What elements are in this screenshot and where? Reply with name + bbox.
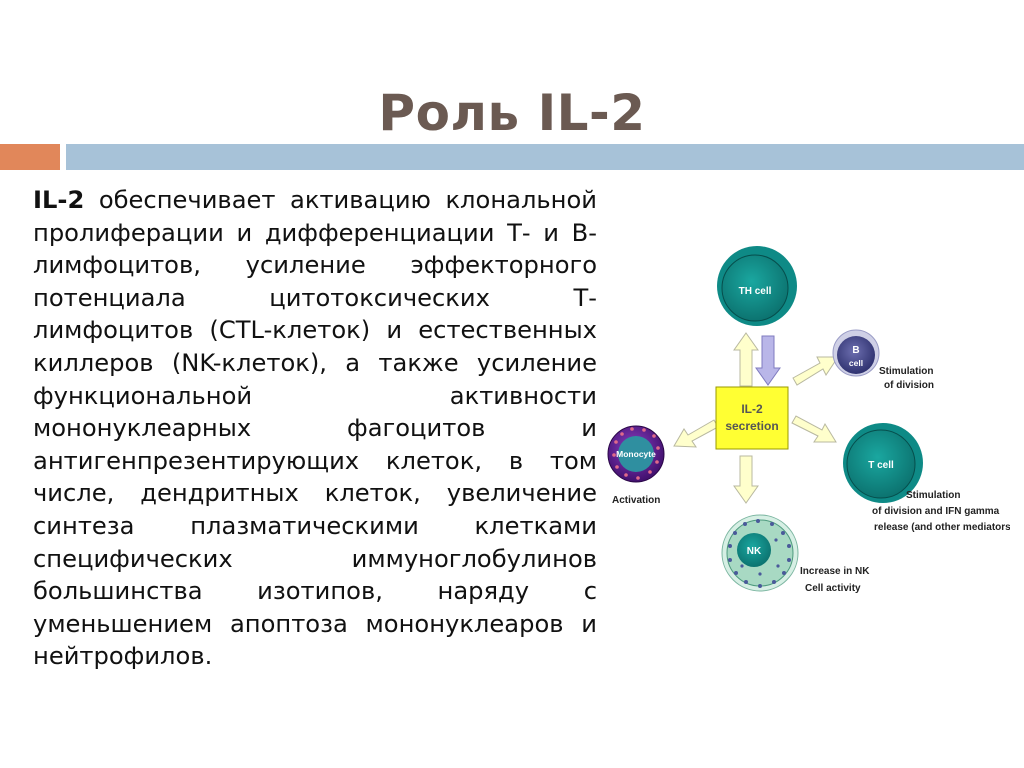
title-prefix: Роль bbox=[378, 83, 538, 142]
arrow-to-th bbox=[733, 332, 759, 387]
t-cell-label: T cell bbox=[868, 460, 894, 471]
arrow-to-b bbox=[792, 356, 839, 386]
accent-bar-orange bbox=[0, 144, 60, 170]
b-cell-caption-1: Stimulation bbox=[879, 366, 933, 377]
body-paragraph: IL-2 обеспечивает активацию клональной п… bbox=[33, 184, 597, 673]
accent-bar-blue bbox=[66, 144, 1024, 170]
title-emphasis: IL-2 bbox=[537, 83, 646, 142]
arrow-from-th bbox=[755, 335, 781, 386]
il2-secretion-box: IL-2 secretion bbox=[715, 386, 789, 450]
secretion-label: secretion bbox=[725, 419, 778, 433]
b-cell: B cell bbox=[832, 329, 880, 377]
arrow-to-nk bbox=[733, 455, 759, 504]
nk-cell-caption-2: Cell activity bbox=[805, 583, 861, 594]
nk-cell-label: NK bbox=[747, 546, 762, 557]
t-cell: T cell bbox=[843, 423, 923, 503]
th-cell: TH cell bbox=[717, 246, 797, 326]
nk-cell: NK bbox=[721, 514, 799, 592]
il2-diagram: IL-2 secretion TH cell B cell Stimulatio… bbox=[600, 228, 1014, 608]
arrow-to-t bbox=[791, 415, 837, 443]
il2-label: IL-2 bbox=[741, 402, 763, 416]
nk-cell-caption-1: Increase in NK bbox=[800, 566, 870, 577]
b-cell-caption-2: of division bbox=[884, 380, 934, 391]
il2-diagram-svg: IL-2 secretion TH cell B cell Stimulatio… bbox=[607, 246, 1014, 594]
t-cell-caption-3: release (and other mediators) bbox=[874, 522, 1010, 533]
slide-title: Роль IL-2 bbox=[0, 84, 1024, 142]
th-cell-label: TH cell bbox=[739, 286, 772, 297]
monocyte-caption: Activation bbox=[612, 495, 660, 506]
t-cell-caption-1: Stimulation bbox=[906, 490, 960, 501]
monocyte-cell: Monocyte bbox=[607, 425, 665, 483]
body-lead: IL-2 bbox=[33, 186, 85, 214]
monocyte-label: Monocyte bbox=[616, 449, 656, 459]
t-cell-caption-2: of division and IFN gamma bbox=[872, 506, 1000, 517]
arrow-to-monocyte bbox=[673, 419, 719, 448]
b-cell-sublabel: cell bbox=[849, 358, 863, 368]
body-text: обеспечивает активацию клональной пролиф… bbox=[33, 186, 597, 671]
b-cell-label: B bbox=[852, 345, 859, 356]
